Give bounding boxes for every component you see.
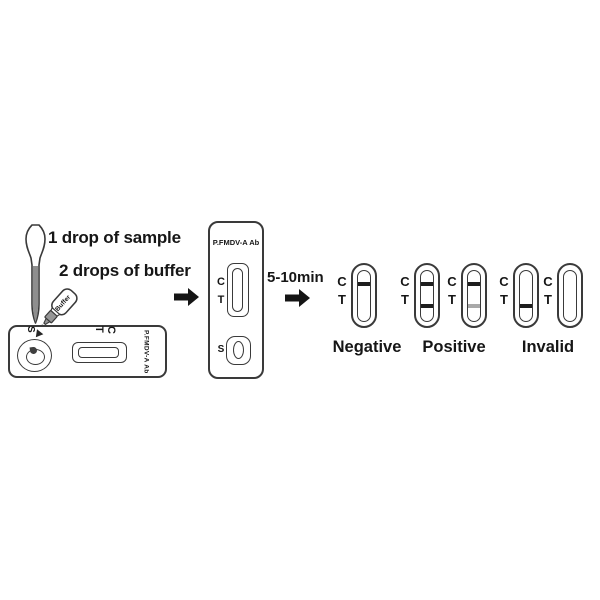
result-capsule (461, 263, 487, 328)
control-letter-label: C (543, 274, 553, 289)
step2-buffer-text: 2 drops of buffer (59, 261, 191, 280)
sample-letter-label: S (25, 326, 36, 333)
control-letter-label: C (400, 274, 410, 289)
test-letter-label: T (401, 292, 409, 307)
capsule-window (519, 270, 533, 322)
test-line (468, 304, 480, 308)
test-line (421, 304, 433, 308)
result-capsule (351, 263, 377, 328)
control-letter-label: C (217, 276, 225, 288)
result-label-invalid: Invalid (521, 338, 575, 356)
test-letter-label: T (448, 292, 456, 307)
result-capsule (557, 263, 583, 328)
cassette-side-title-wrap: P.FMDV-A Ab (138, 327, 154, 376)
test-letter-label: T (544, 292, 552, 307)
capsule-window (563, 270, 577, 322)
pipette-liquid (32, 266, 39, 322)
result-window-strip (232, 268, 243, 312)
cassette-title: P.FMDV-A Ab (142, 329, 150, 374)
result-window (227, 263, 249, 317)
control-letter-label: C (337, 274, 347, 289)
control-letter-label: C (447, 274, 457, 289)
sample-well-opening (232, 340, 244, 359)
test-line (520, 304, 532, 308)
result-window (72, 342, 127, 363)
test-letter-label: T (500, 292, 508, 307)
control-letter-label: C (499, 274, 509, 289)
result-capsule (414, 263, 440, 328)
wait-time-text: 5-10min (267, 269, 324, 286)
sample-letter-label: S (217, 344, 225, 355)
capsule-window (467, 270, 481, 322)
control-line (358, 282, 370, 286)
arrow-right-icon (174, 288, 199, 306)
control-line (421, 282, 433, 286)
step1-sample-text: 1 drop of sample (48, 228, 181, 247)
capsule-window (420, 270, 434, 322)
test-letter-label: T (217, 294, 225, 306)
arrow-right-icon (285, 289, 310, 307)
result-capsule (513, 263, 539, 328)
control-letter-label: C (105, 326, 117, 334)
capsule-window (357, 270, 371, 322)
sample-well (226, 336, 251, 365)
test-letter-label: T (338, 292, 346, 307)
cassette-title: P.FMDV-A Ab (212, 238, 260, 247)
control-line (468, 282, 480, 286)
result-window-strip (78, 346, 119, 358)
result-label-negative: Negative (332, 338, 402, 356)
cassette-horizontal: S T C P.FMDV-A Ab (8, 325, 167, 378)
test-letter-label: T (93, 326, 105, 333)
cassette-vertical: P.FMDV-A Ab C T S (208, 221, 264, 379)
sample-well (17, 339, 52, 372)
result-label-positive: Positive (422, 338, 486, 356)
pipette-icon (25, 224, 46, 324)
